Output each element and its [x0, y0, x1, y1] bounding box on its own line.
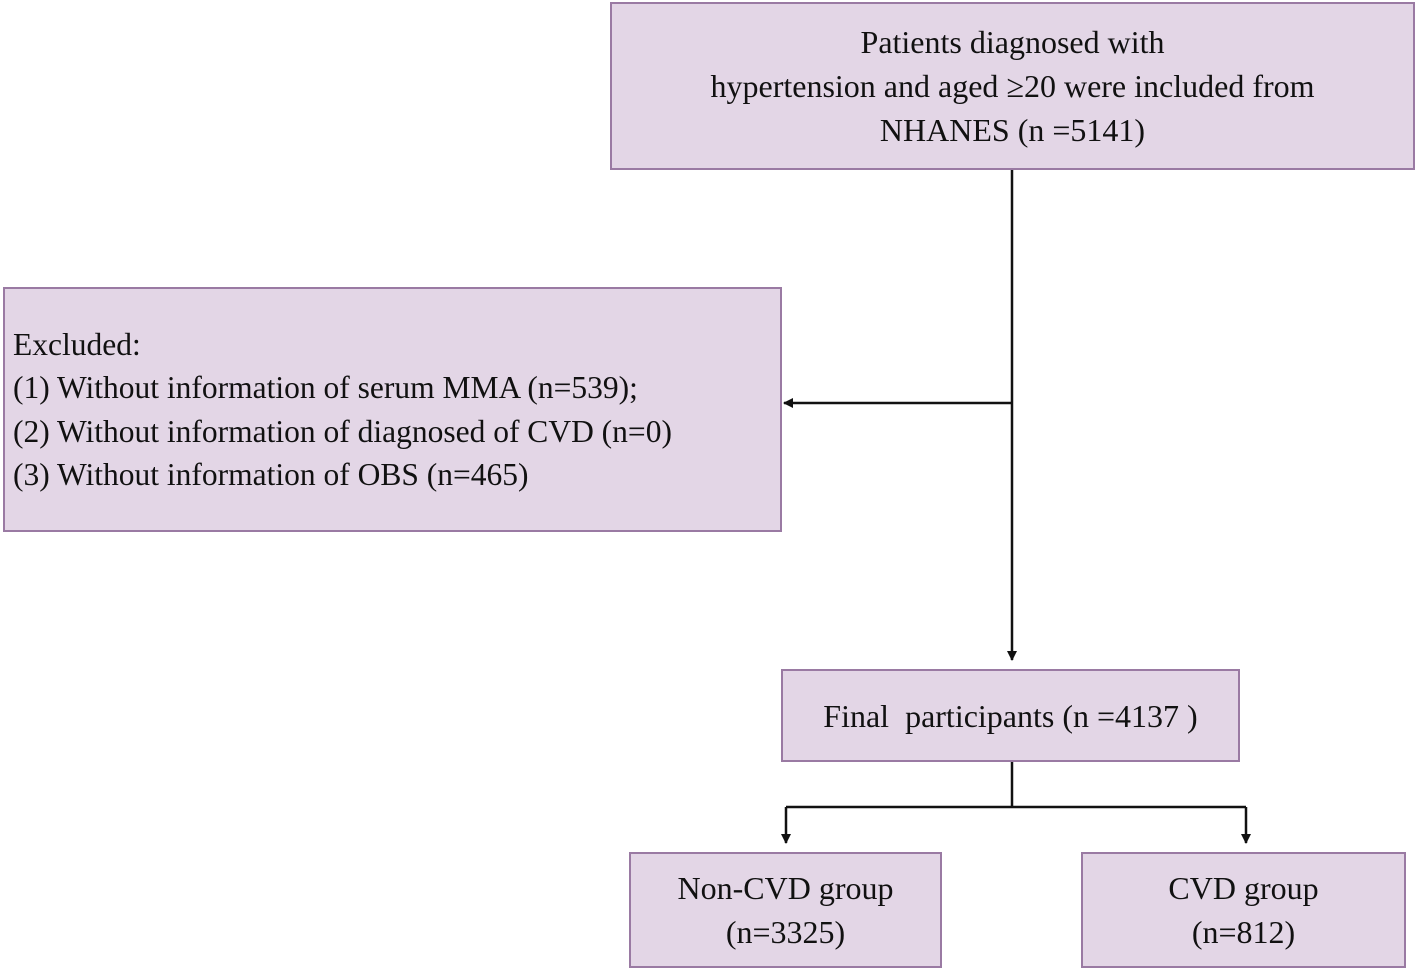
non-cvd-group-box: Non-CVD group (n=3325) [629, 852, 942, 968]
final-participants-box: Final participants (n =4137 ) [781, 669, 1240, 762]
start-box: Patients diagnosed with hypertension and… [610, 2, 1415, 170]
non-cvd-group-label: Non-CVD group [677, 870, 894, 906]
excluded-box: Excluded: (1) Without information of ser… [3, 287, 782, 532]
start-box-line-3: NHANES (n =5141) [879, 112, 1146, 148]
excluded-box-heading: Excluded: [13, 326, 141, 362]
cvd-group-box: CVD group (n=812) [1081, 852, 1406, 968]
excluded-box-item-1: (1) Without information of serum MMA (n=… [13, 370, 638, 405]
excluded-box-item-3: (3) Without information of OBS (n=465) [13, 457, 529, 492]
excluded-box-item-2: (2) Without information of diagnosed of … [13, 413, 672, 449]
final-participants-label: Final participants (n =4137 ) [823, 697, 1198, 734]
cvd-group-count: (n=812) [1191, 914, 1296, 950]
cvd-group-label: CVD group [1168, 870, 1319, 906]
start-box-line-2: hypertension and aged ≥20 were included … [710, 68, 1315, 104]
start-box-line-1: Patients diagnosed with [860, 24, 1165, 60]
non-cvd-group-count: (n=3325) [725, 914, 846, 950]
